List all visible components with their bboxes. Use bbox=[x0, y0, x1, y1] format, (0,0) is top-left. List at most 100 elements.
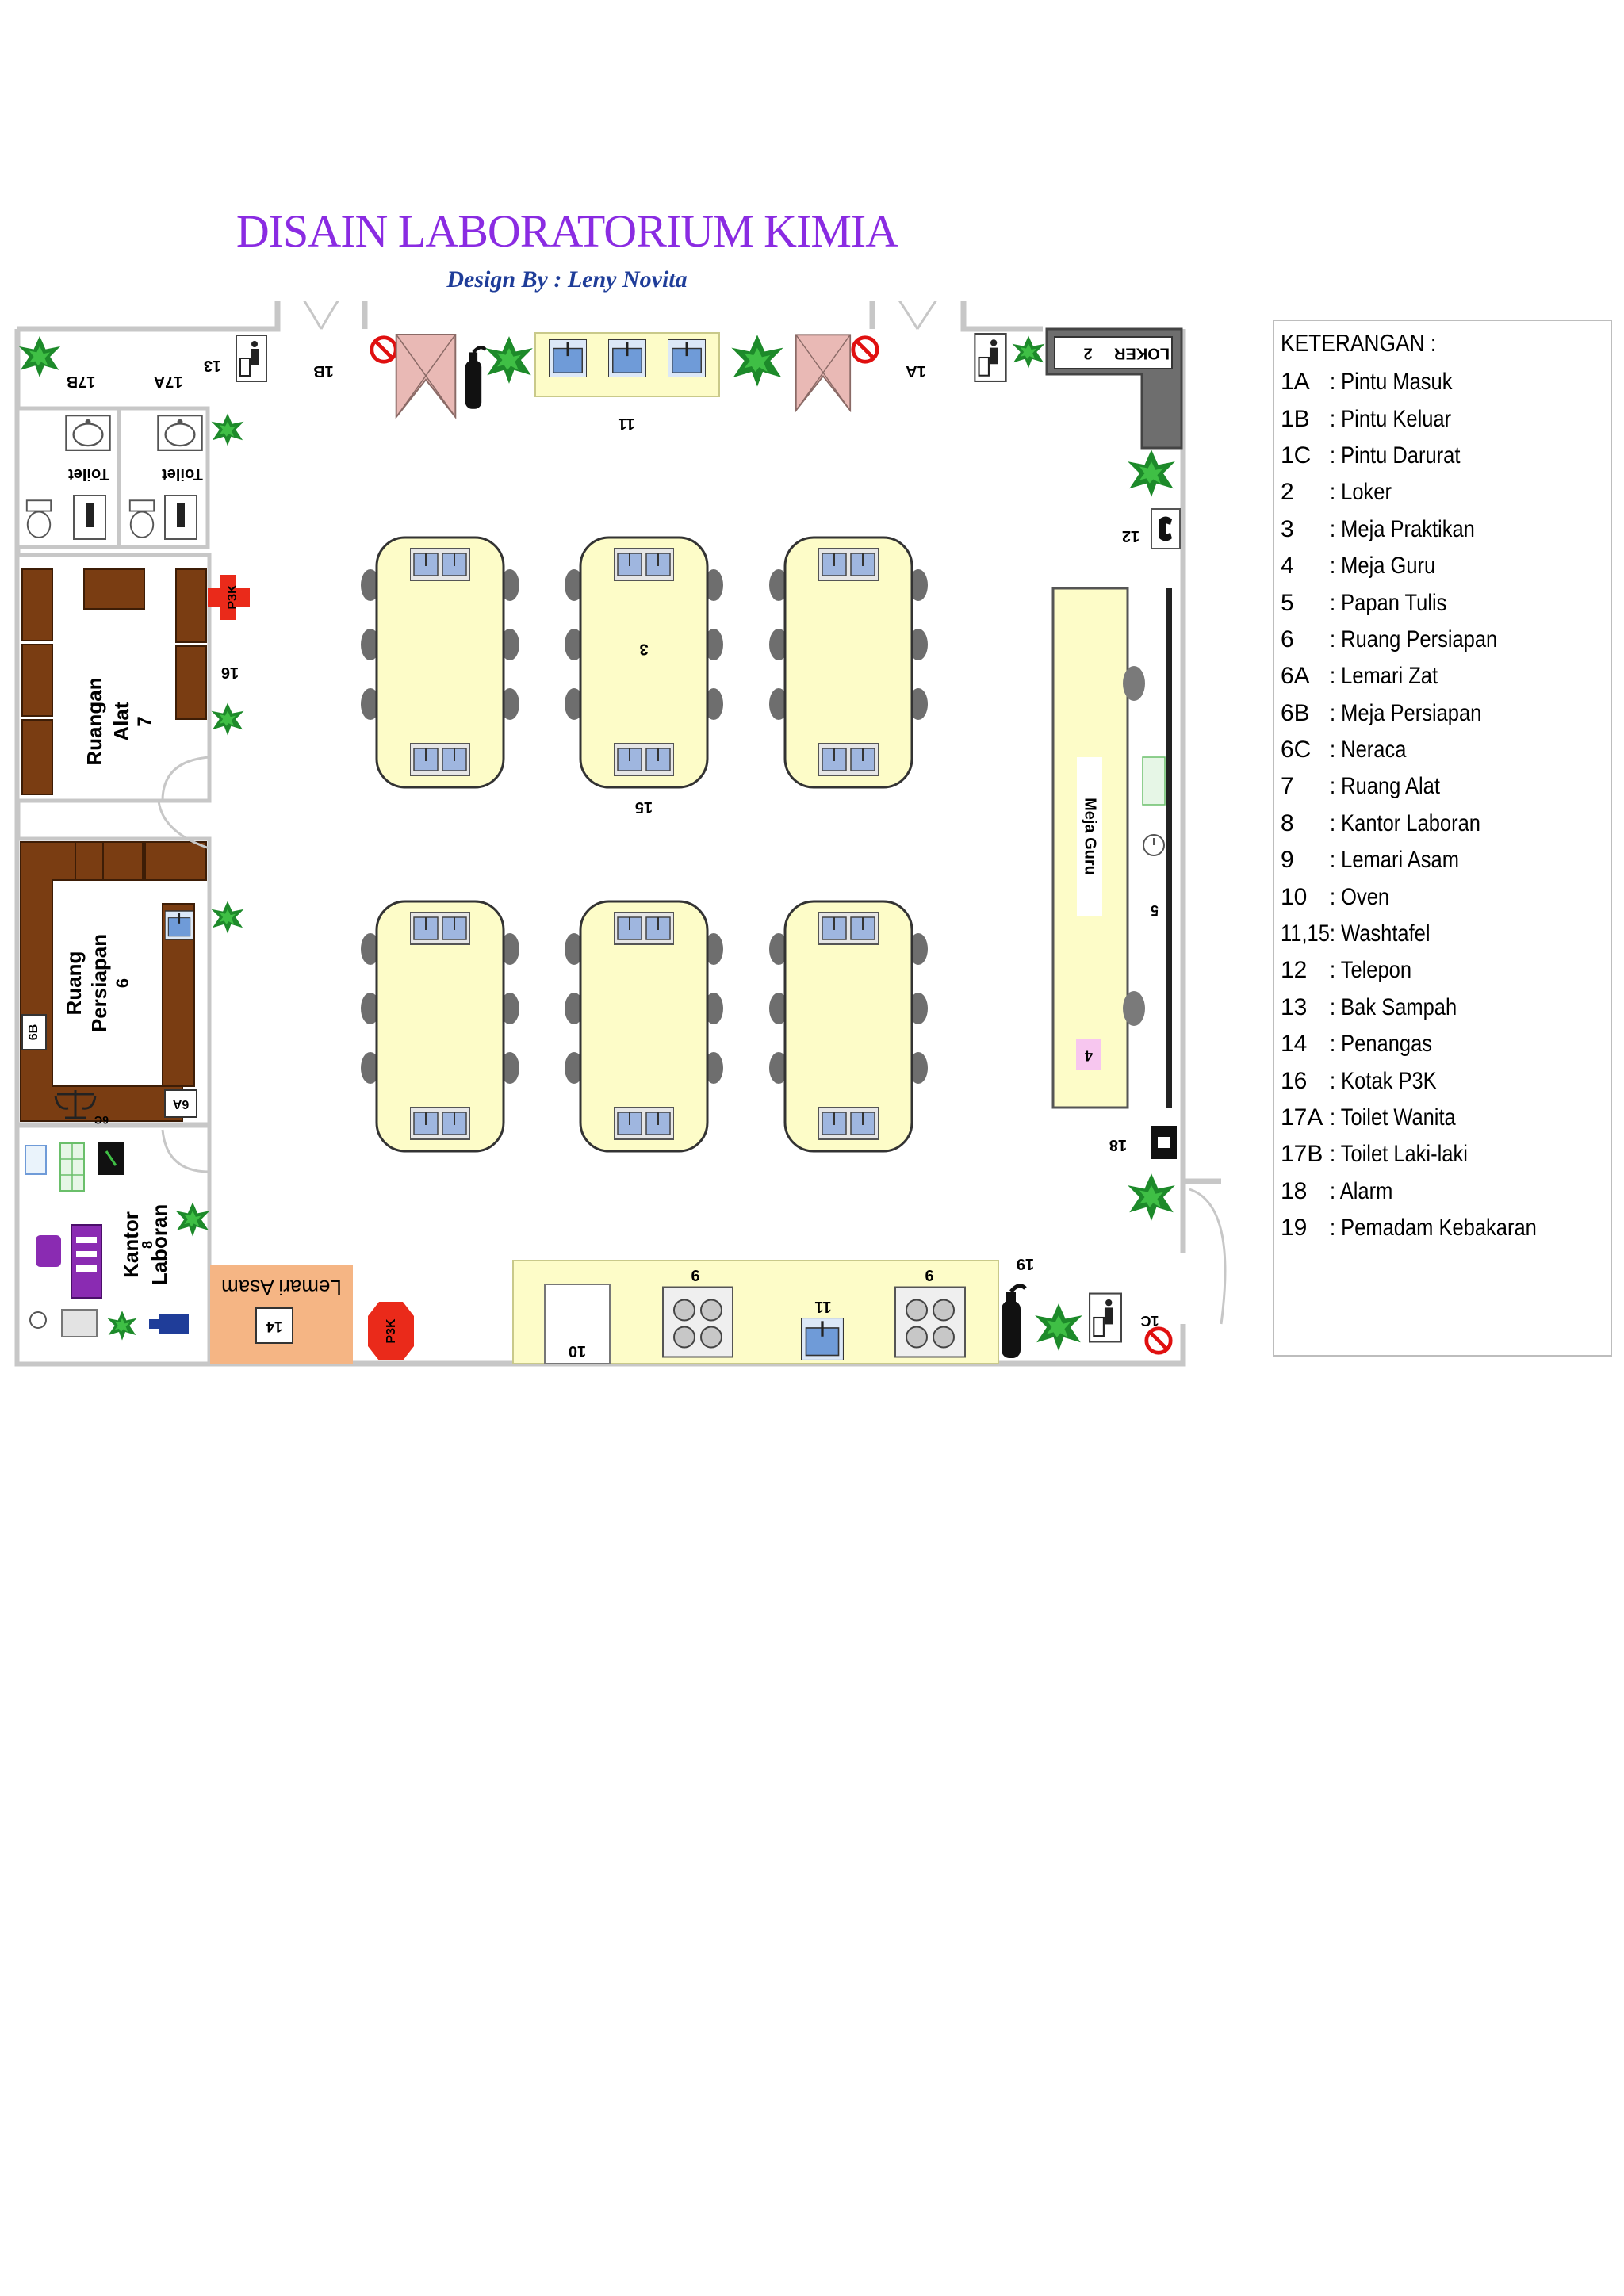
legend-code: 3 bbox=[1281, 515, 1294, 542]
chair bbox=[500, 933, 519, 965]
legend-description: : Meja Guru bbox=[1330, 553, 1436, 580]
sink-icon bbox=[608, 339, 646, 377]
legend-code: 4 bbox=[1281, 553, 1294, 580]
chair bbox=[361, 933, 380, 965]
legend-row: 12: Telepon bbox=[1281, 952, 1604, 989]
first-aid-box-label: P3K bbox=[226, 584, 239, 610]
chair bbox=[500, 1052, 519, 1084]
no-entry-icon bbox=[372, 338, 396, 362]
label-1a: 1A bbox=[906, 362, 926, 380]
legend-description: : Lemari Asam bbox=[1330, 847, 1459, 874]
legend-description: : Penangas bbox=[1330, 1031, 1433, 1058]
door-ruang-persiapan bbox=[157, 800, 210, 850]
legend-description: : Lemari Zat bbox=[1330, 663, 1438, 690]
legend-row: 17A: Toilet Wanita bbox=[1281, 1100, 1604, 1136]
legend-description: 11,15: Washtafel bbox=[1281, 920, 1431, 947]
chair bbox=[909, 993, 928, 1024]
label-10: 10 bbox=[569, 1342, 586, 1360]
legend-code: 6 bbox=[1281, 626, 1294, 652]
legend-code: 12 bbox=[1281, 957, 1308, 984]
legend-description: : Meja Persiapan bbox=[1330, 699, 1482, 726]
door-1b bbox=[303, 301, 339, 330]
legend-code: 9 bbox=[1281, 847, 1294, 874]
legend-code: 18 bbox=[1281, 1177, 1308, 1204]
legend-description: : Papan Tulis bbox=[1330, 589, 1447, 616]
meja-praktikan bbox=[769, 900, 928, 1153]
legend-code: 16 bbox=[1281, 1067, 1308, 1094]
meja-praktikan bbox=[565, 536, 723, 789]
plant-icon bbox=[485, 336, 533, 384]
toilet-bowl-icon bbox=[128, 499, 155, 538]
legend-description: : Kantor Laboran bbox=[1330, 809, 1480, 836]
label-14: 14 bbox=[266, 1318, 282, 1334]
legend-description: : Toilet Wanita bbox=[1330, 1104, 1456, 1131]
legend-row: 4 : Meja Guru bbox=[1281, 548, 1604, 584]
label-4: 4 bbox=[1085, 1047, 1093, 1063]
legend-row: 14: Penangas bbox=[1281, 1026, 1604, 1062]
label-6b: 6B bbox=[27, 1024, 40, 1040]
chair bbox=[500, 688, 519, 720]
toilet-17b-label: Toilet bbox=[68, 465, 109, 483]
legend-row: 11,15: Washtafel bbox=[1281, 916, 1604, 952]
plant-icon bbox=[1128, 450, 1175, 497]
sink-icon bbox=[818, 911, 879, 946]
sink-icon bbox=[801, 1318, 844, 1360]
no-entry-icon bbox=[853, 338, 877, 362]
chair bbox=[500, 629, 519, 660]
plant-icon bbox=[1035, 1303, 1082, 1351]
legend-description: : Ruang Alat bbox=[1330, 773, 1440, 800]
wash-basin-icon bbox=[157, 415, 203, 451]
label-9-b: 9 bbox=[925, 1266, 933, 1284]
first-aid-box bbox=[208, 575, 250, 620]
legend-description: : Loker bbox=[1330, 479, 1392, 506]
chair bbox=[565, 688, 584, 720]
chair bbox=[909, 569, 928, 601]
chair bbox=[565, 629, 584, 660]
legend-code: 8 bbox=[1281, 809, 1294, 836]
label-6c: 6C bbox=[94, 1114, 109, 1127]
plant-icon bbox=[211, 702, 244, 736]
plant-icon bbox=[731, 335, 783, 387]
legend-code: 17B bbox=[1281, 1141, 1323, 1168]
ruang-persiapan-label-2: Persiapan bbox=[87, 934, 111, 1032]
legend-description: : Pemadam Kebakaran bbox=[1330, 1215, 1537, 1242]
trash-bin-icon bbox=[236, 335, 267, 382]
legend-description: : Pintu Keluar bbox=[1330, 405, 1452, 432]
meja-praktikan bbox=[361, 536, 519, 789]
meja-praktikan bbox=[361, 900, 519, 1153]
sink-icon bbox=[614, 1106, 674, 1141]
door-ruang-alat bbox=[161, 756, 210, 802]
legend-row: 13: Bak Sampah bbox=[1281, 989, 1604, 1026]
legend-code: 6C bbox=[1281, 737, 1312, 763]
door-1c bbox=[1189, 1188, 1227, 1325]
chair bbox=[909, 629, 928, 660]
chair bbox=[704, 993, 723, 1024]
legend-row: 1B: Pintu Keluar bbox=[1281, 400, 1604, 437]
sink-icon bbox=[614, 911, 674, 946]
lemari-asam-label: Lemari Asam bbox=[221, 1276, 342, 1299]
kantor-number: 8 bbox=[140, 1241, 155, 1249]
label-16: 16 bbox=[221, 664, 239, 681]
chair bbox=[704, 569, 723, 601]
wash-basin-icon bbox=[65, 415, 111, 451]
hotplate-icon bbox=[894, 1286, 966, 1358]
whiteboard bbox=[1166, 588, 1172, 1108]
legend-row: 6A: Lemari Zat bbox=[1281, 658, 1604, 695]
legend-row: 18: Alarm bbox=[1281, 1173, 1604, 1210]
scale-neraca-icon bbox=[54, 1090, 97, 1119]
plant-icon bbox=[1012, 335, 1045, 369]
legend-row: 8 : Kantor Laboran bbox=[1281, 806, 1604, 842]
chair bbox=[704, 933, 723, 965]
chair bbox=[565, 1052, 584, 1084]
label-6a: 6A bbox=[172, 1097, 189, 1111]
legend-description: : Pintu Darurat bbox=[1330, 442, 1461, 469]
legend-row: 7: Ruang Alat bbox=[1281, 768, 1604, 805]
plant-icon bbox=[1128, 1173, 1175, 1221]
fume-hood-icon bbox=[395, 333, 457, 419]
label-13-top: 13 bbox=[204, 357, 221, 374]
legend-code: 2 bbox=[1281, 479, 1294, 506]
legend-description: : Ruang Persiapan bbox=[1330, 626, 1498, 652]
plant-icon bbox=[211, 901, 244, 934]
legend-code: 19 bbox=[1281, 1215, 1308, 1242]
chair bbox=[909, 933, 928, 965]
